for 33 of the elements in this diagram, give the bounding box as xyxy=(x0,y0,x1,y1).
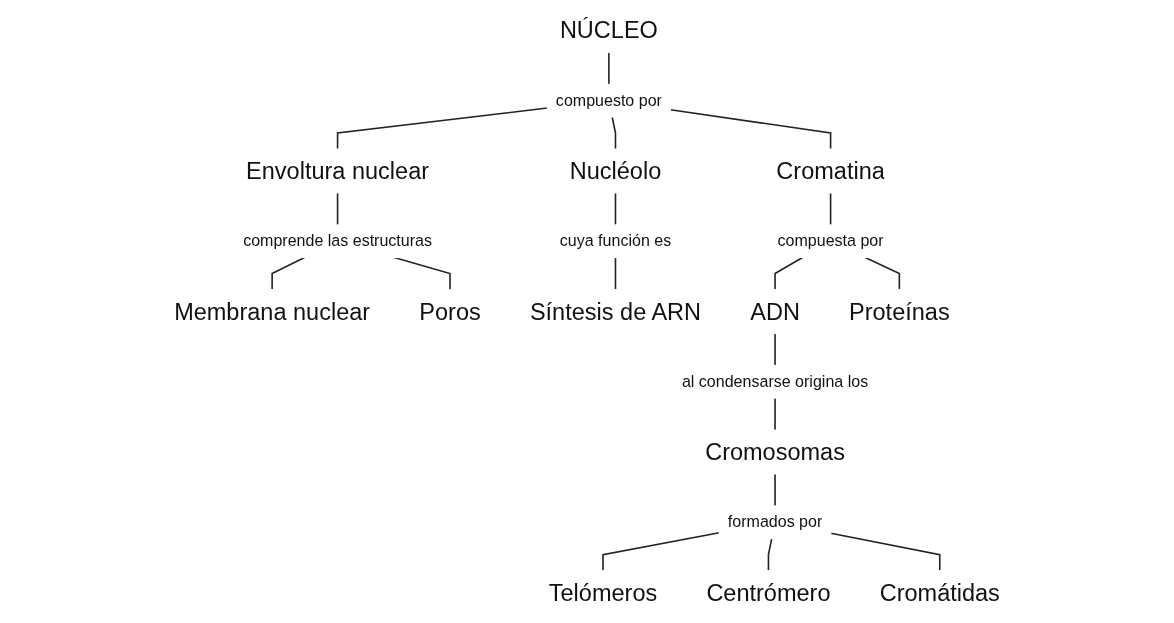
node-text: compuesta por xyxy=(777,231,884,250)
connector xyxy=(614,256,617,291)
connector xyxy=(829,192,832,226)
node-text: Proteínas xyxy=(849,298,950,325)
node-text: Nucléolo xyxy=(569,157,662,185)
connector xyxy=(774,332,776,367)
connector xyxy=(608,51,610,86)
connector xyxy=(774,256,804,291)
connector xyxy=(830,532,941,572)
connector xyxy=(336,192,339,226)
connector xyxy=(767,537,773,572)
node-text: cuya función es xyxy=(559,231,672,250)
node-text: compuesto por xyxy=(555,90,662,109)
node-text: comprende las estructuras xyxy=(243,231,433,250)
node-text: Telómeros xyxy=(548,579,658,606)
node-text: Cromatina xyxy=(776,157,885,185)
connector xyxy=(864,256,901,291)
connector xyxy=(774,473,776,507)
node-text: Síntesis de ARN xyxy=(529,298,702,325)
node-text: formados por xyxy=(727,512,823,531)
node-text: Cromátidas xyxy=(879,579,1000,606)
node-text: Cromosomas xyxy=(705,438,845,466)
node-text: al condensarse origina los xyxy=(681,371,869,391)
connector xyxy=(611,116,617,150)
connector xyxy=(774,397,776,431)
node-text: Poros xyxy=(419,298,481,325)
connector xyxy=(614,192,617,226)
node-text: Centrómero xyxy=(706,579,831,606)
connector xyxy=(271,256,306,291)
node-text: NÚCLEO xyxy=(559,17,658,44)
node-text: Membrana nuclear xyxy=(174,298,371,325)
node-text: ADN xyxy=(750,298,800,325)
node-text: Envoltura nuclear xyxy=(246,157,430,185)
